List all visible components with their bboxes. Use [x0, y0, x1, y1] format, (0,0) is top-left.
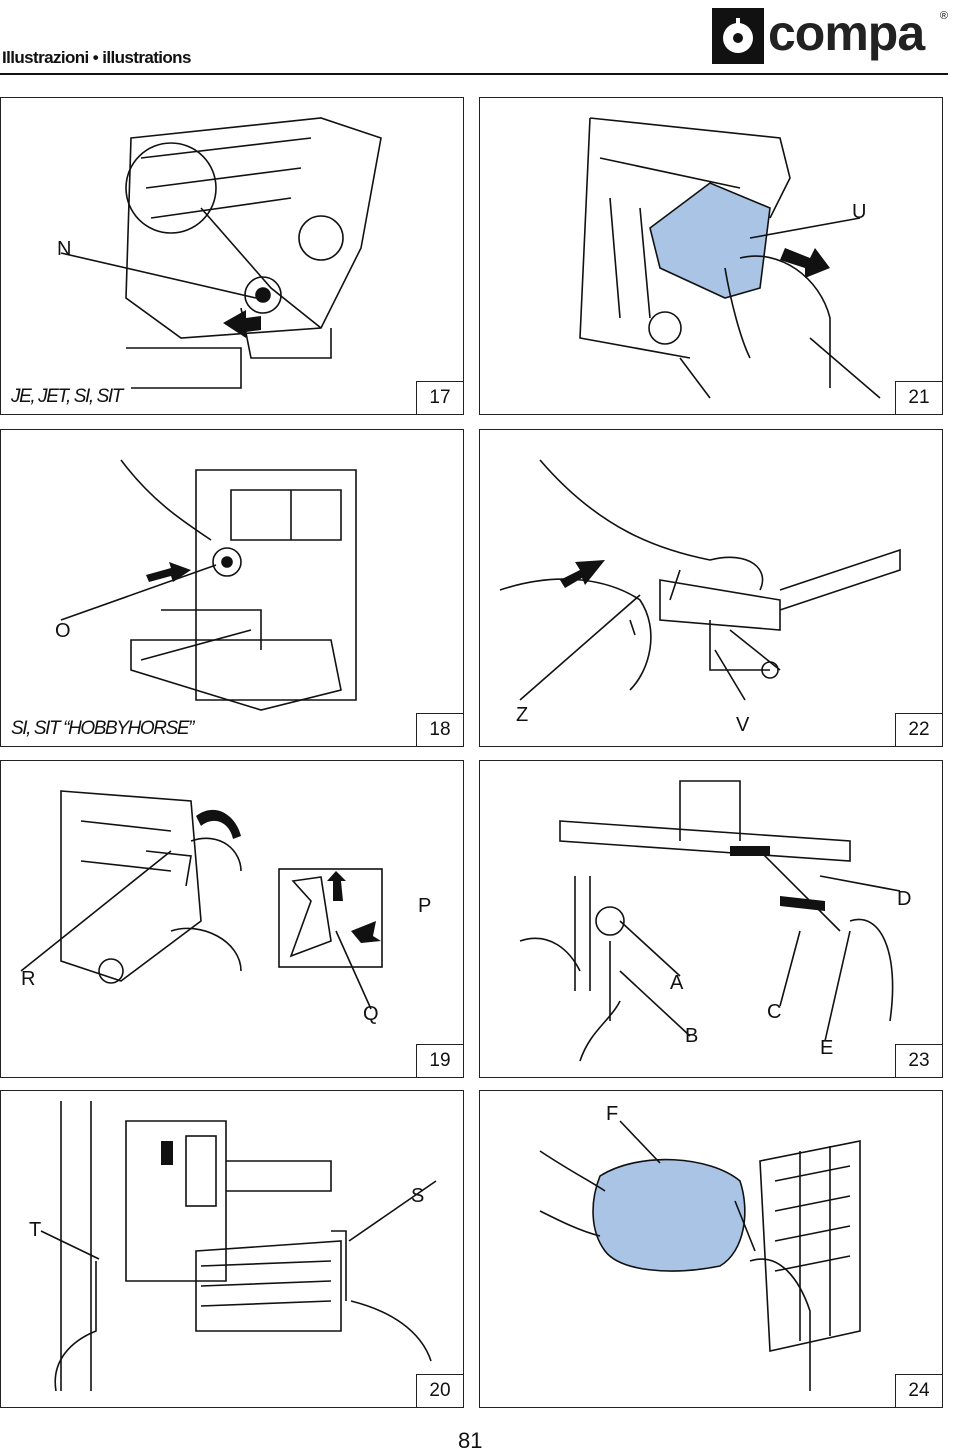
figure-22-label-V: V — [736, 714, 750, 736]
figure-17-label-N: N — [57, 238, 72, 260]
figure-18-panel: O SI, SIT “HOBBYHORSE” 18 — [0, 429, 464, 747]
figure-23-number: 23 — [895, 1044, 942, 1077]
figure-21-illustration — [579, 117, 881, 399]
figure-21-label-U: U — [852, 201, 867, 223]
figure-18-label-O: O — [55, 620, 71, 642]
figure-20-label-S: S — [411, 1185, 425, 1207]
figure-23-panel: D A C B E 23 — [479, 760, 943, 1078]
figure-20-label-T: T — [29, 1219, 42, 1241]
figure-22-label-Z: Z — [516, 704, 529, 726]
logo-wordmark: compa — [768, 5, 925, 61]
figure-22-panel: Z V 22 — [479, 429, 943, 747]
figure-24-panel: F 24 — [479, 1090, 943, 1408]
figure-23-label-A: A — [670, 972, 684, 994]
figure-17-panel: N JE, JET, SI, SIT 17 — [0, 97, 464, 415]
figure-23-label-B: B — [685, 1025, 699, 1047]
figure-19-panel: R P Q 19 — [0, 760, 464, 1078]
figure-23-label-D: D — [897, 888, 912, 910]
figure-23-label-C: C — [767, 1001, 782, 1023]
figure-23-label-E: E — [820, 1037, 834, 1059]
figure-20-panel: T S 20 — [0, 1090, 464, 1408]
figure-18-caption: SI, SIT “HOBBYHORSE” — [11, 718, 194, 739]
figure-19-label-Q: Q — [363, 1003, 379, 1025]
figure-20-illustration — [40, 1101, 437, 1392]
compa-logo: compa ® — [712, 5, 952, 68]
figure-21-panel: U 21 — [479, 97, 943, 415]
figure-17-illustration — [60, 117, 382, 389]
saw-blade-logo-icon — [712, 8, 764, 64]
figure-24-number: 24 — [895, 1374, 942, 1407]
figure-17-caption: JE, JET, SI, SIT — [11, 386, 123, 407]
figure-22-illustration — [499, 459, 901, 701]
figure-19-label-P: P — [418, 895, 432, 917]
figure-24-label-F: F — [606, 1103, 619, 1125]
registered-mark: ® — [939, 10, 948, 22]
figure-19-number: 19 — [416, 1044, 463, 1077]
figure-24-illustration — [539, 1120, 861, 1391]
figure-18-number: 18 — [416, 713, 463, 746]
figure-23-illustration — [519, 780, 901, 1062]
figure-21-number: 21 — [895, 381, 942, 414]
figure-20-number: 20 — [416, 1374, 463, 1407]
figure-18-illustration — [60, 459, 357, 711]
figure-22-number: 22 — [895, 713, 942, 746]
header-divider — [0, 73, 948, 75]
figure-19-illustration — [20, 790, 383, 1010]
figure-17-number: 17 — [416, 381, 463, 414]
page-number: 81 — [458, 1428, 483, 1453]
page-header-title: Illustrazioni • illustrations — [2, 48, 191, 67]
figure-19-label-R: R — [21, 968, 36, 990]
